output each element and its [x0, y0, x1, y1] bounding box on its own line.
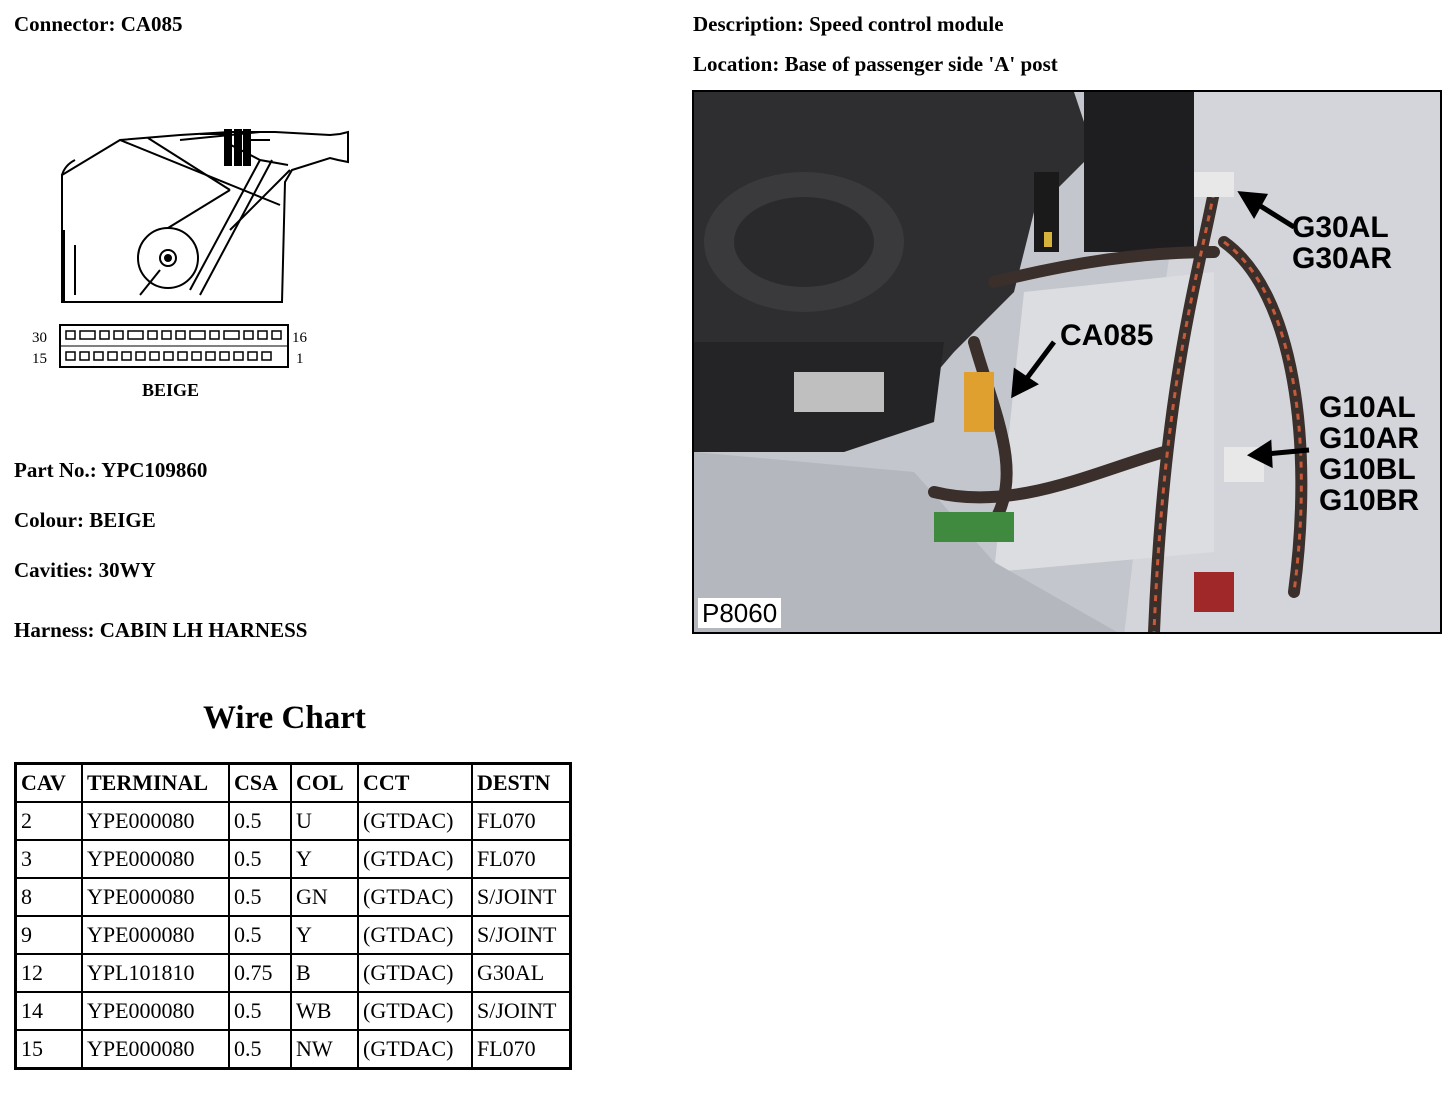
table-row: 14 YPE000080 0.5 WB (GTDAC) S/JOINT — [14, 991, 572, 1031]
table-row: 2 YPE000080 0.5 U (GTDAC) FL070 — [14, 801, 572, 841]
cell-csa: 0.75 — [228, 953, 292, 993]
wire-chart-table: CAV TERMINAL CSA COL CCT DESTN 2 YPE0000… — [14, 762, 572, 1070]
cell-terminal: YPE000080 — [81, 801, 230, 841]
pin-label-1: 1 — [296, 351, 304, 367]
cell-cct: (GTDAC) — [357, 1029, 473, 1070]
cell-destn: G30AL — [471, 953, 572, 993]
cell-col: GN — [290, 877, 359, 917]
pin-label-15: 15 — [32, 351, 47, 367]
cell-terminal: YPE000080 — [81, 915, 230, 955]
header-cav: CAV — [14, 762, 83, 803]
diagram-colour-label: BEIGE — [142, 380, 199, 400]
cell-destn: FL070 — [471, 801, 572, 841]
cell-cav: 9 — [14, 915, 83, 955]
cell-cav: 8 — [14, 877, 83, 917]
cell-col: B — [290, 953, 359, 993]
cell-cct: (GTDAC) — [357, 915, 473, 955]
cell-terminal: YPE000080 — [81, 839, 230, 879]
pin-label-16: 16 — [292, 330, 308, 346]
table-row: 12 YPL101810 0.75 B (GTDAC) G30AL — [14, 953, 572, 993]
cell-csa: 0.5 — [228, 801, 292, 841]
cell-col: Y — [290, 915, 359, 955]
callout-g30al: G30AL — [1292, 211, 1389, 244]
description-label: Description: Speed control module — [693, 12, 1004, 36]
cell-destn: S/JOINT — [471, 877, 572, 917]
table-header-row: CAV TERMINAL CSA COL CCT DESTN — [14, 762, 572, 803]
photo-illustration — [694, 92, 1440, 632]
location-photo: G30AL G30AR CA085 G10AL G10AR G10BL G10B… — [692, 90, 1442, 634]
harness-label: Harness: CABIN LH HARNESS — [14, 618, 308, 642]
callout-g10al: G10AL — [1319, 391, 1416, 424]
cell-col: U — [290, 801, 359, 841]
cell-csa: 0.5 — [228, 1029, 292, 1070]
cell-col: Y — [290, 839, 359, 879]
header-csa: CSA — [228, 762, 292, 803]
table-row: 8 YPE000080 0.5 GN (GTDAC) S/JOINT — [14, 877, 572, 917]
cell-destn: S/JOINT — [471, 991, 572, 1031]
header-terminal: TERMINAL — [81, 762, 230, 803]
cell-cav: 15 — [14, 1029, 83, 1070]
cell-cct: (GTDAC) — [357, 801, 473, 841]
cell-cct: (GTDAC) — [357, 991, 473, 1031]
cell-csa: 0.5 — [228, 877, 292, 917]
pin-label-30: 30 — [32, 330, 47, 346]
cell-col: WB — [290, 991, 359, 1031]
cell-col: NW — [290, 1029, 359, 1070]
cell-cav: 14 — [14, 991, 83, 1031]
table-row: 3 YPE000080 0.5 Y (GTDAC) FL070 — [14, 839, 572, 879]
table-row: 15 YPE000080 0.5 NW (GTDAC) FL070 — [14, 1029, 572, 1070]
header-cct: CCT — [357, 762, 473, 803]
cell-destn: FL070 — [471, 839, 572, 879]
cell-csa: 0.5 — [228, 839, 292, 879]
part-number: Part No.: YPC109860 — [14, 458, 208, 482]
connector-diagram: 30 16 15 1 BEIGE — [32, 129, 349, 400]
cell-destn: FL070 — [471, 1029, 572, 1070]
location-label: Location: Base of passenger side 'A' pos… — [693, 52, 1058, 76]
cell-cct: (GTDAC) — [357, 877, 473, 917]
cell-destn: S/JOINT — [471, 915, 572, 955]
cell-cav: 12 — [14, 953, 83, 993]
cell-csa: 0.5 — [228, 991, 292, 1031]
wire-chart-title: Wire Chart — [203, 700, 366, 736]
cell-cct: (GTDAC) — [357, 953, 473, 993]
callout-g10bl: G10BL — [1319, 453, 1416, 486]
cell-cav: 2 — [14, 801, 83, 841]
cell-csa: 0.5 — [228, 915, 292, 955]
colour-label: Colour: BEIGE — [14, 508, 156, 532]
photo-id-label: P8060 — [698, 598, 782, 628]
header-destn: DESTN — [471, 762, 572, 803]
cell-terminal: YPE000080 — [81, 991, 230, 1031]
connector-label: Connector: CA085 — [14, 12, 183, 36]
cell-cav: 3 — [14, 839, 83, 879]
callout-g10br: G10BR — [1319, 484, 1420, 517]
cell-terminal: YPE000080 — [81, 1029, 230, 1070]
callout-g10ar: G10AR — [1319, 422, 1420, 455]
callout-ca085: CA085 — [1060, 319, 1154, 352]
cell-terminal: YPE000080 — [81, 877, 230, 917]
callout-g30ar: G30AR — [1292, 242, 1393, 275]
table-row: 9 YPE000080 0.5 Y (GTDAC) S/JOINT — [14, 915, 572, 955]
cell-cct: (GTDAC) — [357, 839, 473, 879]
header-col: COL — [290, 762, 359, 803]
cell-terminal: YPL101810 — [81, 953, 230, 993]
cavities-label: Cavities: 30WY — [14, 558, 156, 582]
